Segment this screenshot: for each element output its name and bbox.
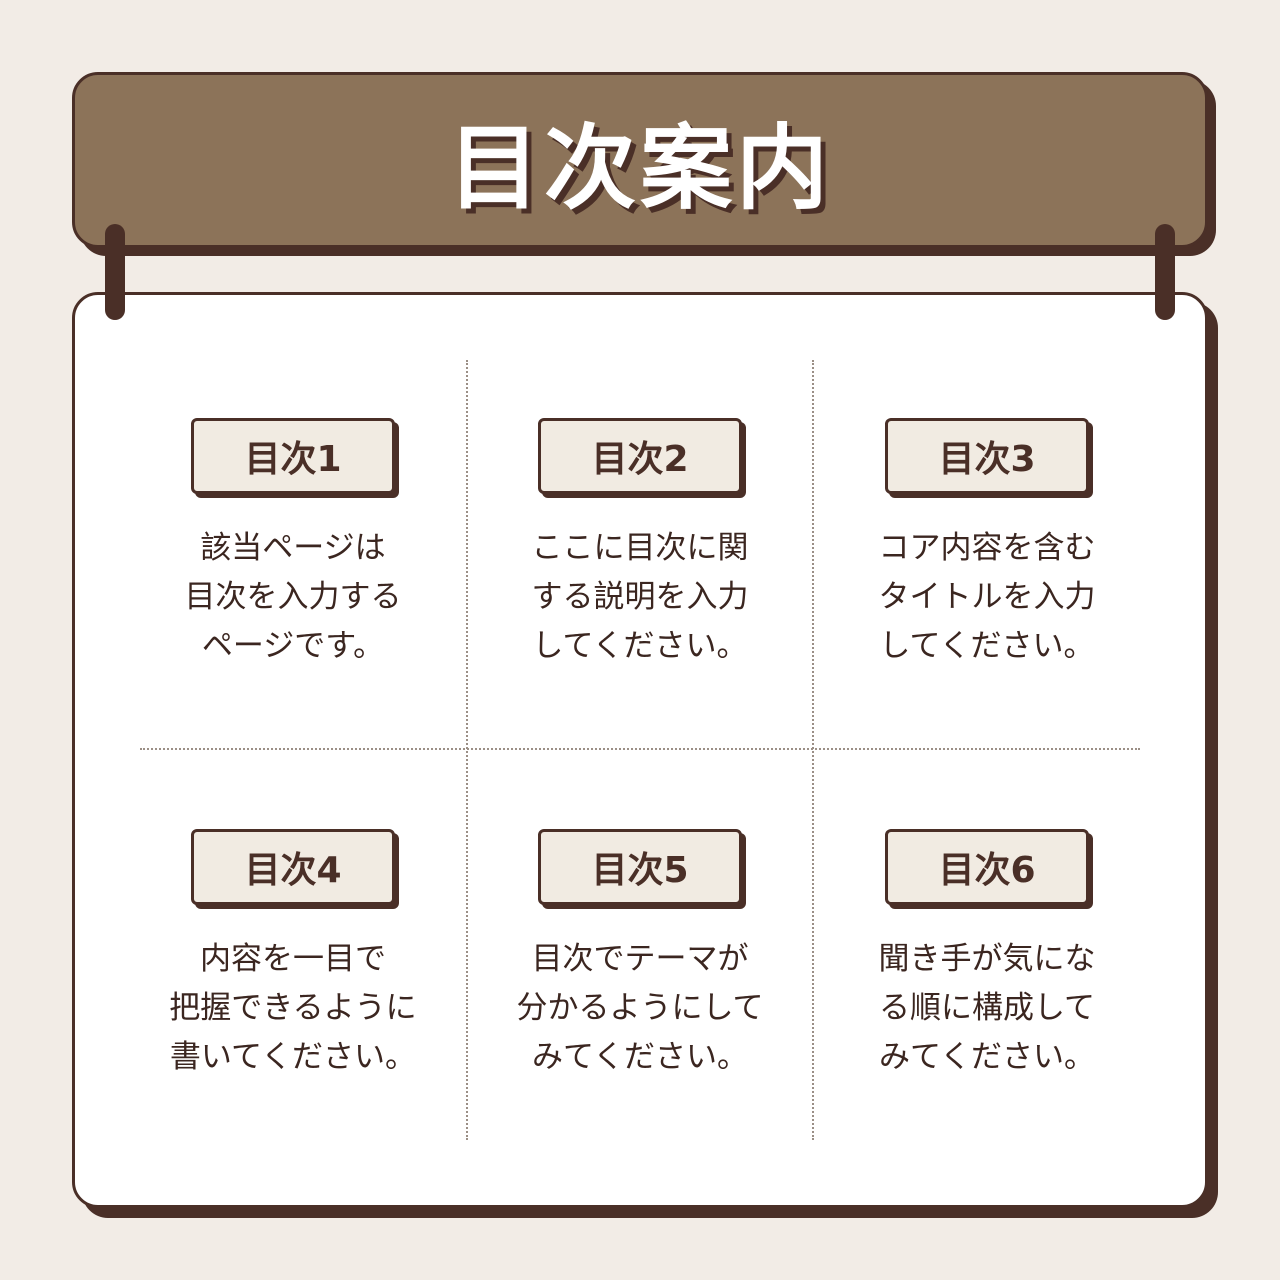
- divider-horizontal: [140, 748, 1140, 750]
- contents-item-6: 目次6 聞き手が気にな る順に構成して みてください。: [814, 829, 1160, 1082]
- item-description: 内容を一目で 把握できるように 書いてください。: [169, 941, 417, 1075]
- item-tag: 目次2: [538, 418, 742, 494]
- divider-vertical-2: [812, 360, 814, 1140]
- item-tag: 目次5: [538, 829, 742, 905]
- item-description: 該当ページは 目次を入力する ページです。: [184, 530, 402, 664]
- item-tag: 目次3: [885, 418, 1089, 494]
- contents-item-5: 目次5 目次でテーマが 分かるようにして みてください。: [467, 829, 813, 1082]
- item-description: 目次でテーマが 分かるようにして みてください。: [516, 941, 764, 1075]
- item-tag: 目次4: [191, 829, 395, 905]
- contents-item-3: 目次3 コア内容を含む タイトルを入力 してください。: [814, 418, 1160, 671]
- page-title: 目次案内: [447, 114, 832, 222]
- divider-vertical-1: [466, 360, 468, 1140]
- contents-item-4: 目次4 内容を一目で 把握できるように 書いてください。: [120, 829, 466, 1082]
- title-banner: 目次案内: [72, 72, 1208, 248]
- item-description: ここに目次に関 する説明を入力 してください。: [531, 530, 749, 664]
- item-tag: 目次6: [885, 829, 1089, 905]
- hanging-ring-left: [105, 224, 125, 320]
- contents-item-1: 目次1 該当ページは 目次を入力する ページです。: [120, 418, 466, 671]
- item-description: コア内容を含む タイトルを入力 してください。: [878, 530, 1096, 664]
- hanging-ring-right: [1155, 224, 1175, 320]
- item-tag: 目次1: [191, 418, 395, 494]
- item-description: 聞き手が気にな る順に構成して みてください。: [878, 941, 1096, 1075]
- contents-item-2: 目次2 ここに目次に関 する説明を入力 してください。: [467, 418, 813, 671]
